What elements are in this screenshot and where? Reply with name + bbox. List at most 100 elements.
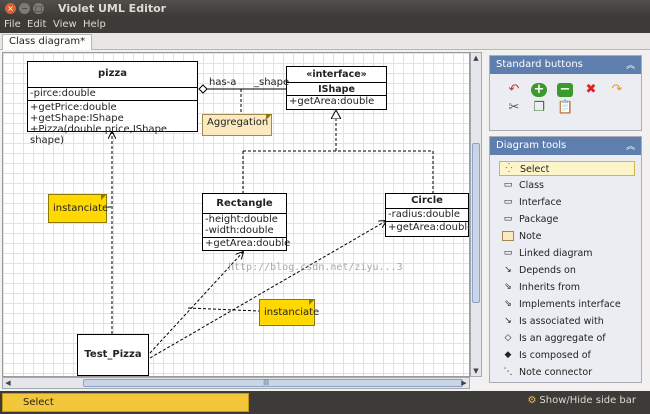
gear-icon: ⚙ (527, 395, 537, 406)
diagram-tools-panel: Diagram tools ︽ ⁛Select ▭Class ▭Interfac… (489, 136, 642, 383)
tool-is-an-aggregate-of[interactable]: ◇Is an aggregate of (499, 331, 635, 346)
class-name: pizza (28, 62, 197, 88)
remove-icon[interactable]: − (557, 83, 573, 97)
diagram-canvas[interactable]: pizza -pirce:double +getPrice:double +ge… (2, 52, 470, 377)
note-instanciate-1[interactable]: instanciate (48, 194, 108, 223)
panel-title: Diagram tools (496, 140, 567, 151)
delete-icon[interactable]: ✖ (585, 82, 597, 97)
note-icon (502, 231, 514, 241)
tab-class-diagram[interactable]: Class diagram* (2, 34, 93, 50)
panel-header: Diagram tools ︽ (490, 137, 641, 155)
method: +Pizza(double price,IShape shape) (30, 124, 168, 146)
class-name: Circle (386, 194, 468, 209)
class-pizza[interactable]: pizza -pirce:double +getPrice:double +ge… (27, 61, 198, 146)
method: +getPrice:double (30, 102, 117, 113)
attribute: -pirce:double (28, 88, 197, 101)
collapse-icon[interactable]: ︽ (625, 61, 635, 71)
class-name: Rectangle (203, 194, 286, 214)
panel-title: Standard buttons (496, 59, 583, 70)
horizontal-scrollbar[interactable]: ◀ ||||| ▶ (2, 377, 470, 389)
horizontal-scroll-thumb[interactable] (83, 379, 463, 387)
attribute: -width:double (205, 225, 274, 236)
tool-note[interactable]: Note (499, 229, 635, 244)
note-instanciate-2[interactable]: instanciate (259, 299, 319, 326)
tool-depends-on[interactable]: ↘Depends on (499, 263, 635, 278)
copy-icon[interactable]: ❐ (533, 100, 545, 115)
method: +getArea:double (289, 96, 375, 107)
method: +getArea:double (388, 222, 470, 233)
scroll-grip-icon: ||||| (263, 379, 269, 386)
tool-implements-interface[interactable]: ⇘Implements interface (499, 297, 635, 312)
menu-edit[interactable]: Edit (27, 19, 47, 30)
redo-icon[interactable]: ↷ (611, 82, 623, 97)
scroll-left-icon[interactable]: ◀ (5, 379, 11, 387)
tool-note-connector[interactable]: ⋱Note connector (503, 367, 593, 378)
role-shape: _shape (254, 77, 290, 88)
note-connector-icon: ⋱ (503, 367, 513, 377)
aggregation-diamond (198, 84, 208, 94)
window-title: Violet UML Editor (58, 2, 167, 15)
package-icon: ▭ (503, 214, 513, 224)
class-rectangle[interactable]: Rectangle -height:double -width:double +… (202, 193, 291, 251)
show-hide-sidebar-button[interactable]: ⚙Show/Hide side bar (527, 395, 636, 406)
role-has-a: has-a (209, 77, 237, 88)
standard-buttons-panel: Standard buttons ︽ ↶ + − ✖ ↷ ✂ ❐ 📋 (489, 55, 642, 131)
tool-is-composed-of[interactable]: ◆Is composed of (499, 348, 635, 363)
implements-interface-icon: ⇘ (504, 299, 512, 309)
tab-strip: Class diagram* (0, 33, 650, 50)
tool-is-associated-with[interactable]: ↘Is associated with (499, 314, 635, 329)
aggregation-icon: ◇ (504, 333, 512, 343)
attributes-empty (287, 83, 386, 96)
menu-view[interactable]: View (53, 19, 77, 30)
undo-icon[interactable]: ↶ (508, 82, 520, 97)
depends-rectangle (149, 252, 243, 354)
panel-header: Standard buttons ︽ (490, 56, 641, 74)
tool-interface[interactable]: ▭Interface (503, 197, 562, 208)
add-icon[interactable]: + (531, 83, 547, 97)
class-circle[interactable]: Circle -radius:double +getArea:double (385, 193, 469, 237)
method: +getArea:double (205, 238, 291, 249)
methods: +getPrice:double +getShape:IShape +Pizza… (28, 101, 197, 146)
menu-file[interactable]: File (4, 19, 21, 30)
title-bar: × − □ Violet UML Editor (0, 0, 650, 17)
note-aggregation[interactable]: Aggregation (202, 114, 272, 136)
status-bar: Select ⚙Show/Hide side bar (0, 391, 650, 414)
method: +getShape:IShape (30, 113, 124, 124)
minimize-window-button[interactable]: − (19, 3, 30, 14)
linked-diagram-icon: ▭ (503, 248, 513, 258)
tool-inherits-from[interactable]: ⇘Inherits from (499, 280, 635, 295)
tool-package[interactable]: ▭Package (503, 214, 559, 225)
paste-icon[interactable]: 📋 (557, 100, 574, 115)
select-icon: ⁛ (505, 164, 513, 174)
watermark: http://blog.csdn.net/ziyu...3 (228, 262, 403, 273)
tool-select[interactable]: ⁛Select (499, 161, 635, 176)
cut-icon[interactable]: ✂ (508, 100, 520, 115)
depends-circle (149, 221, 386, 359)
vertical-scrollbar[interactable]: ▲ ▼ (470, 52, 482, 377)
interface-ishape[interactable]: «interface» IShape +getArea:double (286, 66, 387, 110)
composition-icon: ◆ (504, 350, 512, 360)
scroll-down-icon[interactable]: ▼ (473, 367, 479, 375)
interface-name: «interface» IShape (287, 67, 386, 95)
close-window-button[interactable]: × (5, 3, 16, 14)
connectors (108, 84, 434, 359)
interface-icon: ▭ (503, 197, 513, 207)
note-connector-2 (187, 307, 260, 312)
class-icon: ▭ (503, 180, 513, 190)
tool-class[interactable]: ▭Class (503, 180, 544, 191)
attribute: -height:double (205, 214, 278, 225)
scroll-up-icon[interactable]: ▲ (473, 54, 479, 62)
scroll-right-icon[interactable]: ▶ (461, 379, 467, 387)
attributes: -height:double -width:double (203, 214, 286, 238)
menu-help[interactable]: Help (83, 19, 106, 30)
vertical-scroll-thumb[interactable] (472, 143, 480, 303)
class-test-pizza[interactable]: Test_Pizza (77, 334, 149, 376)
collapse-icon[interactable]: ︽ (625, 142, 635, 152)
maximize-window-button[interactable]: □ (33, 3, 44, 14)
tool-linked-diagram[interactable]: ▭Linked diagram (503, 248, 593, 259)
selected-tool-indicator: Select (2, 393, 249, 412)
depends-on-icon: ↘ (504, 265, 512, 275)
attribute: -radius:double (386, 209, 468, 222)
inherits-from-icon: ⇘ (504, 282, 512, 292)
menu-bar: File Edit View Help (0, 17, 650, 33)
